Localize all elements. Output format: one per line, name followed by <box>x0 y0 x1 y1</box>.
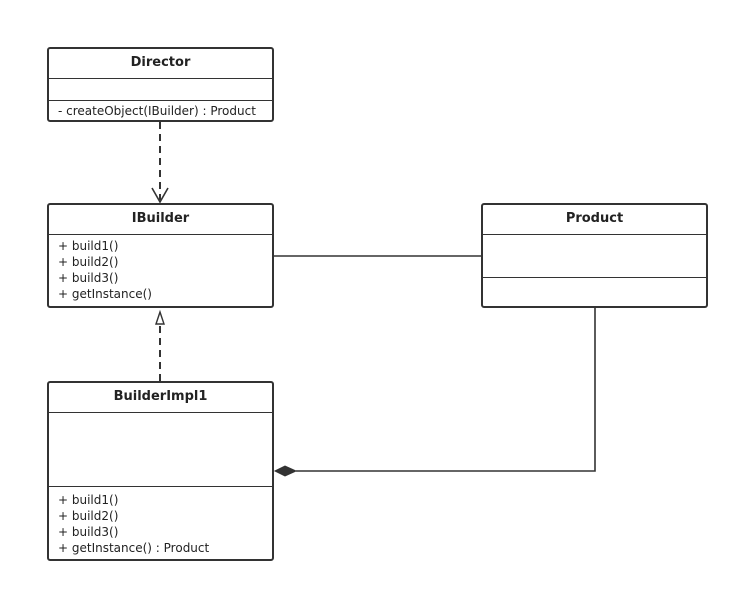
method: - createObject(IBuilder) : Product <box>58 104 256 118</box>
class-product-attributes <box>483 235 706 278</box>
method: + build1() <box>58 239 119 253</box>
class-builderimpl1[interactable]: BuilderImpl1 + build1() + build2() + bui… <box>47 381 274 561</box>
class-director[interactable]: Director - createObject(IBuilder) : Prod… <box>47 47 274 122</box>
class-ibuilder-methods: + build1() + build2() + build3() + getIn… <box>49 235 272 302</box>
class-ibuilder[interactable]: IBuilder + build1() + build2() + build3(… <box>47 203 274 308</box>
class-product-name: Product <box>483 205 706 235</box>
method: + build3() <box>58 525 119 539</box>
composition-builderimpl1-product <box>273 308 596 477</box>
class-product-methods <box>483 278 706 304</box>
class-director-methods: - createObject(IBuilder) : Product <box>49 101 272 119</box>
method: + getInstance() : Product <box>58 541 210 555</box>
realization-builderimpl1-ibuilder <box>155 309 165 381</box>
class-director-attributes <box>49 79 272 101</box>
class-director-name: Director <box>49 49 272 79</box>
method: + build2() <box>58 509 119 523</box>
class-builderimpl1-name: BuilderImpl1 <box>49 383 272 413</box>
method: + build1() <box>58 493 119 507</box>
class-builderimpl1-attributes <box>49 413 272 487</box>
class-ibuilder-name: IBuilder <box>49 205 272 235</box>
class-builderimpl1-methods: + build1() + build2() + build3() + getIn… <box>49 487 272 556</box>
dependency-director-ibuilder <box>151 122 169 204</box>
method: + build2() <box>58 255 119 269</box>
method: + build3() <box>58 271 119 285</box>
method: + getInstance() <box>58 287 152 301</box>
class-product[interactable]: Product <box>481 203 708 308</box>
